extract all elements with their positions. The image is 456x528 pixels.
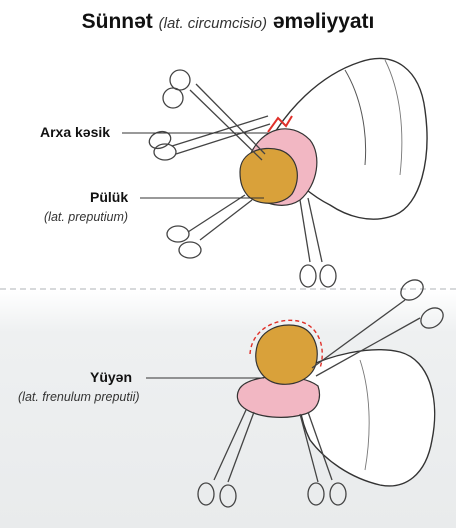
label-dorsal-cut: Arxa kəsik xyxy=(40,124,110,140)
label-frenulum: Yüyən xyxy=(90,369,132,385)
bottom-glans xyxy=(256,325,317,384)
top-penis-illustration xyxy=(122,59,427,287)
top-clamp-bottom-right xyxy=(300,198,336,287)
label-foreskin-latin: (lat. preputium) xyxy=(44,210,128,224)
top-clamp-left xyxy=(163,70,265,160)
bottom-clamp-left xyxy=(198,410,254,507)
top-glans xyxy=(240,148,297,203)
bottom-shaft-skin xyxy=(298,350,434,486)
label-frenulum-latin: (lat. frenulum preputii) xyxy=(18,390,140,404)
label-foreskin: Pülük xyxy=(90,189,128,205)
bottom-penis-illustration xyxy=(146,276,447,507)
top-clamp-bottom-left xyxy=(167,195,252,258)
